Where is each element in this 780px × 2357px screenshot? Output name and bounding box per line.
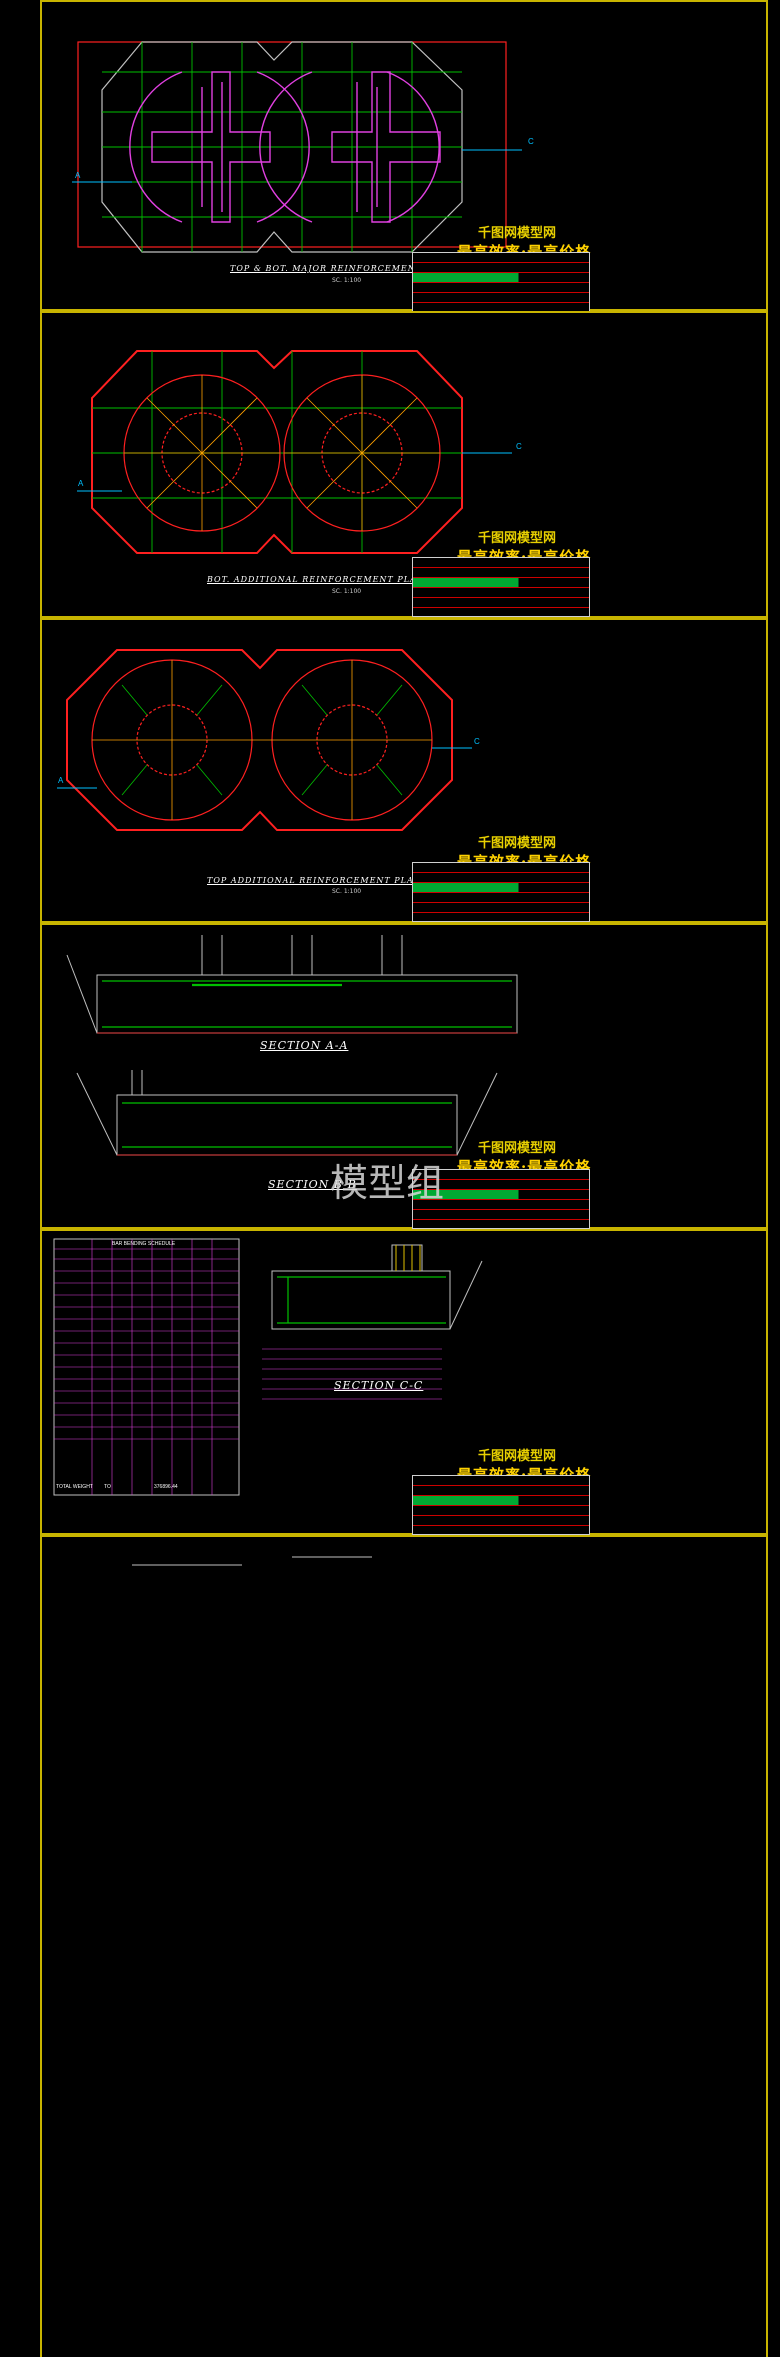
title-block (412, 1169, 590, 1229)
bot-additional-reinforcement-plan: C A (77, 350, 522, 554)
major-reinforcement-plan: C A (72, 41, 534, 253)
title-block (412, 1475, 590, 1535)
section-label-c: C (474, 737, 480, 746)
partial-drawing (132, 1556, 372, 1566)
section-label-a: A (78, 479, 84, 488)
drawing-sheet-4: SECTION A-A SECTION B-B 千图网模型网最高效率·最高价格 (40, 923, 768, 1229)
drawing-sheet-2: C A BOT. ADDITIONAL REINFORCEMENT PLAN S… (40, 311, 768, 618)
section-label-c: C (516, 442, 522, 451)
section-label-a: A (75, 171, 81, 180)
section-label-a: A (58, 776, 64, 785)
sheet-scale: SC. 1:100 (332, 277, 362, 284)
section-b-caption: SECTION B-B (268, 1178, 357, 1191)
title-block (412, 557, 590, 617)
section-a-caption: SECTION A-A (260, 1039, 349, 1052)
bar-schedule-and-section-c (53, 1238, 483, 1496)
drawing-sheet-1: C A TOP & BOT. MAJOR REINFORCEMENT PLAN … (40, 0, 768, 312)
top-additional-reinforcement-plan: C A (57, 649, 480, 831)
drawing-sheet-3: C A TOP ADDITIONAL REINFORCEMENT PLAN SC… (40, 618, 768, 923)
title-block (412, 252, 590, 312)
sections-a-b (66, 935, 518, 1156)
section-c-caption: SECTION C-C (334, 1379, 424, 1392)
sheet-scale: SC. 1:100 (332, 588, 362, 595)
schedule-total-unit: TO (104, 1484, 111, 1490)
watermark: 模型组 (330, 1161, 445, 1205)
title-block (412, 862, 590, 922)
drawing-sheet-5: BAR BENDING SCHEDULE TOTAL WEIGHT TO 376… (40, 1229, 768, 1535)
schedule-total-label: TOTAL WEIGHT (56, 1484, 93, 1490)
sheet-scale: SC. 1:100 (332, 888, 362, 895)
drawing-sheet-6 (40, 1535, 768, 2357)
schedule-total-value: 376896.44 (154, 1484, 178, 1490)
sheet-caption: BOT. ADDITIONAL REINFORCEMENT PLAN (207, 575, 425, 584)
schedule-title: BAR BENDING SCHEDULE (112, 1241, 176, 1247)
sheet-caption: TOP ADDITIONAL REINFORCEMENT PLAN (207, 876, 422, 885)
sheet-caption: TOP & BOT. MAJOR REINFORCEMENT PLAN (230, 264, 454, 273)
section-label-c: C (528, 137, 534, 146)
